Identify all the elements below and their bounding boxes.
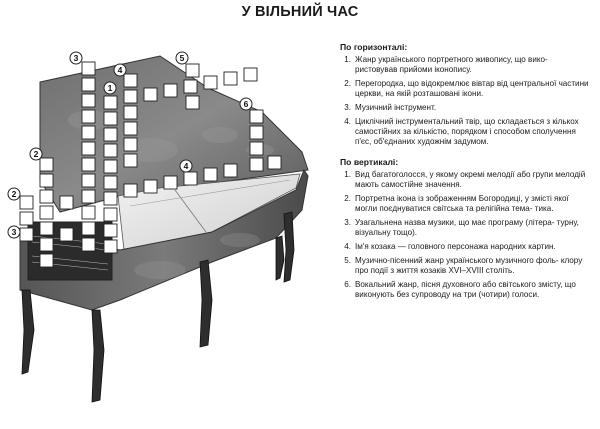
- clue-text: Портретна ікона із зображенням Богородиц…: [355, 193, 569, 214]
- clue-number: 1.: [344, 169, 351, 179]
- svg-text:3: 3: [12, 227, 17, 237]
- clue-text: Узагальнена назва музики, що має програм…: [355, 217, 579, 238]
- svg-text:6: 6: [244, 99, 249, 109]
- page-title: У ВІЛЬНИЙ ЧАС: [241, 4, 359, 20]
- vertical-clue: 2. Портретна ікона із зображенням Богоро…: [338, 194, 592, 214]
- clue-text: Циклічний інструментальний твір, що скла…: [355, 117, 579, 147]
- clue-number: 2.: [344, 193, 351, 203]
- vertical-section: По вертикалі: 1. Вид багатоголосся, у як…: [338, 157, 592, 300]
- vertical-clue: 1. Вид багатоголосся, у якому окремі мел…: [338, 170, 592, 190]
- vertical-clue: 5. Музично-пісенний жанр українського му…: [338, 256, 592, 276]
- svg-text:2: 2: [12, 189, 17, 199]
- marker-h3: 3: [7, 225, 21, 239]
- clue-number: 3.: [344, 217, 351, 227]
- marker-v5: 5: [175, 51, 189, 65]
- svg-text:4: 4: [184, 161, 189, 171]
- svg-text:2: 2: [34, 149, 39, 159]
- vertical-clue: 4. Ім'я козака — головного персонажа нар…: [338, 242, 592, 252]
- harpsichord-legs: [21, 211, 295, 403]
- crossword-markers: 3 4 1 5 6 2 2 3: [7, 51, 253, 239]
- horizontal-clue: 1. Жанр українського портретного живопис…: [338, 55, 592, 75]
- clue-number: 5.: [344, 255, 351, 265]
- clue-text: Жанр українського портретного живопису, …: [355, 55, 548, 75]
- crossword-grid: [19, 61, 282, 268]
- svg-text:1: 1: [108, 83, 113, 93]
- clues-panel: По горизонталі: 1. Жанр українського пор…: [338, 42, 592, 304]
- svg-text:3: 3: [74, 53, 79, 63]
- vertical-clue: 6. Вокальний жанр, пісня духовного або с…: [338, 280, 592, 300]
- clue-number: 1.: [344, 55, 351, 65]
- vertical-clues: 1. Вид багатоголосся, у якому окремі мел…: [338, 170, 592, 300]
- marker-h4: 4: [179, 159, 193, 173]
- clue-number: 4.: [344, 241, 351, 251]
- marker-v2: 2: [29, 147, 43, 161]
- svg-text:4: 4: [118, 65, 123, 75]
- clue-text: Музичний інструмент.: [355, 103, 437, 113]
- marker-h2: 2: [7, 187, 21, 201]
- clue-text: Вид багатоголосся, у якому окремі мелоді…: [355, 169, 586, 190]
- svg-text:5: 5: [180, 53, 185, 63]
- clue-number: 4.: [344, 117, 351, 126]
- clue-text: Вокальний жанр, пісня духовного або світ…: [355, 279, 576, 299]
- vertical-clue: 3. Узагальнена назва музики, що має прог…: [338, 218, 592, 238]
- vertical-heading: По вертикалі:: [340, 156, 399, 167]
- clue-number: 6.: [344, 279, 351, 289]
- clue-text: Перегородка, що відокремлює вівтар від ц…: [355, 79, 589, 99]
- marker-v6: 6: [239, 97, 253, 111]
- horizontal-clue: 4. Циклічний інструментальний твір, що с…: [338, 117, 592, 148]
- clue-text: Ім'я козака — головного персонажа народн…: [355, 241, 556, 251]
- horizontal-clue: 2. Перегородка, що відокремлює вівтар ві…: [338, 79, 592, 99]
- clue-text: Музично-пісенний жанр українського музич…: [355, 255, 583, 275]
- horizontal-clue: 3. Музичний інструмент.: [338, 103, 592, 113]
- marker-h1: 1: [103, 81, 117, 95]
- clue-number: 3.: [344, 103, 351, 113]
- horizontal-heading: По горизонталі:: [340, 42, 408, 52]
- marker-v4: 4: [113, 63, 127, 77]
- clue-number: 2.: [344, 79, 351, 89]
- horizontal-clues: 1. Жанр українського портретного живопис…: [338, 55, 592, 147]
- marker-v3: 3: [69, 51, 83, 65]
